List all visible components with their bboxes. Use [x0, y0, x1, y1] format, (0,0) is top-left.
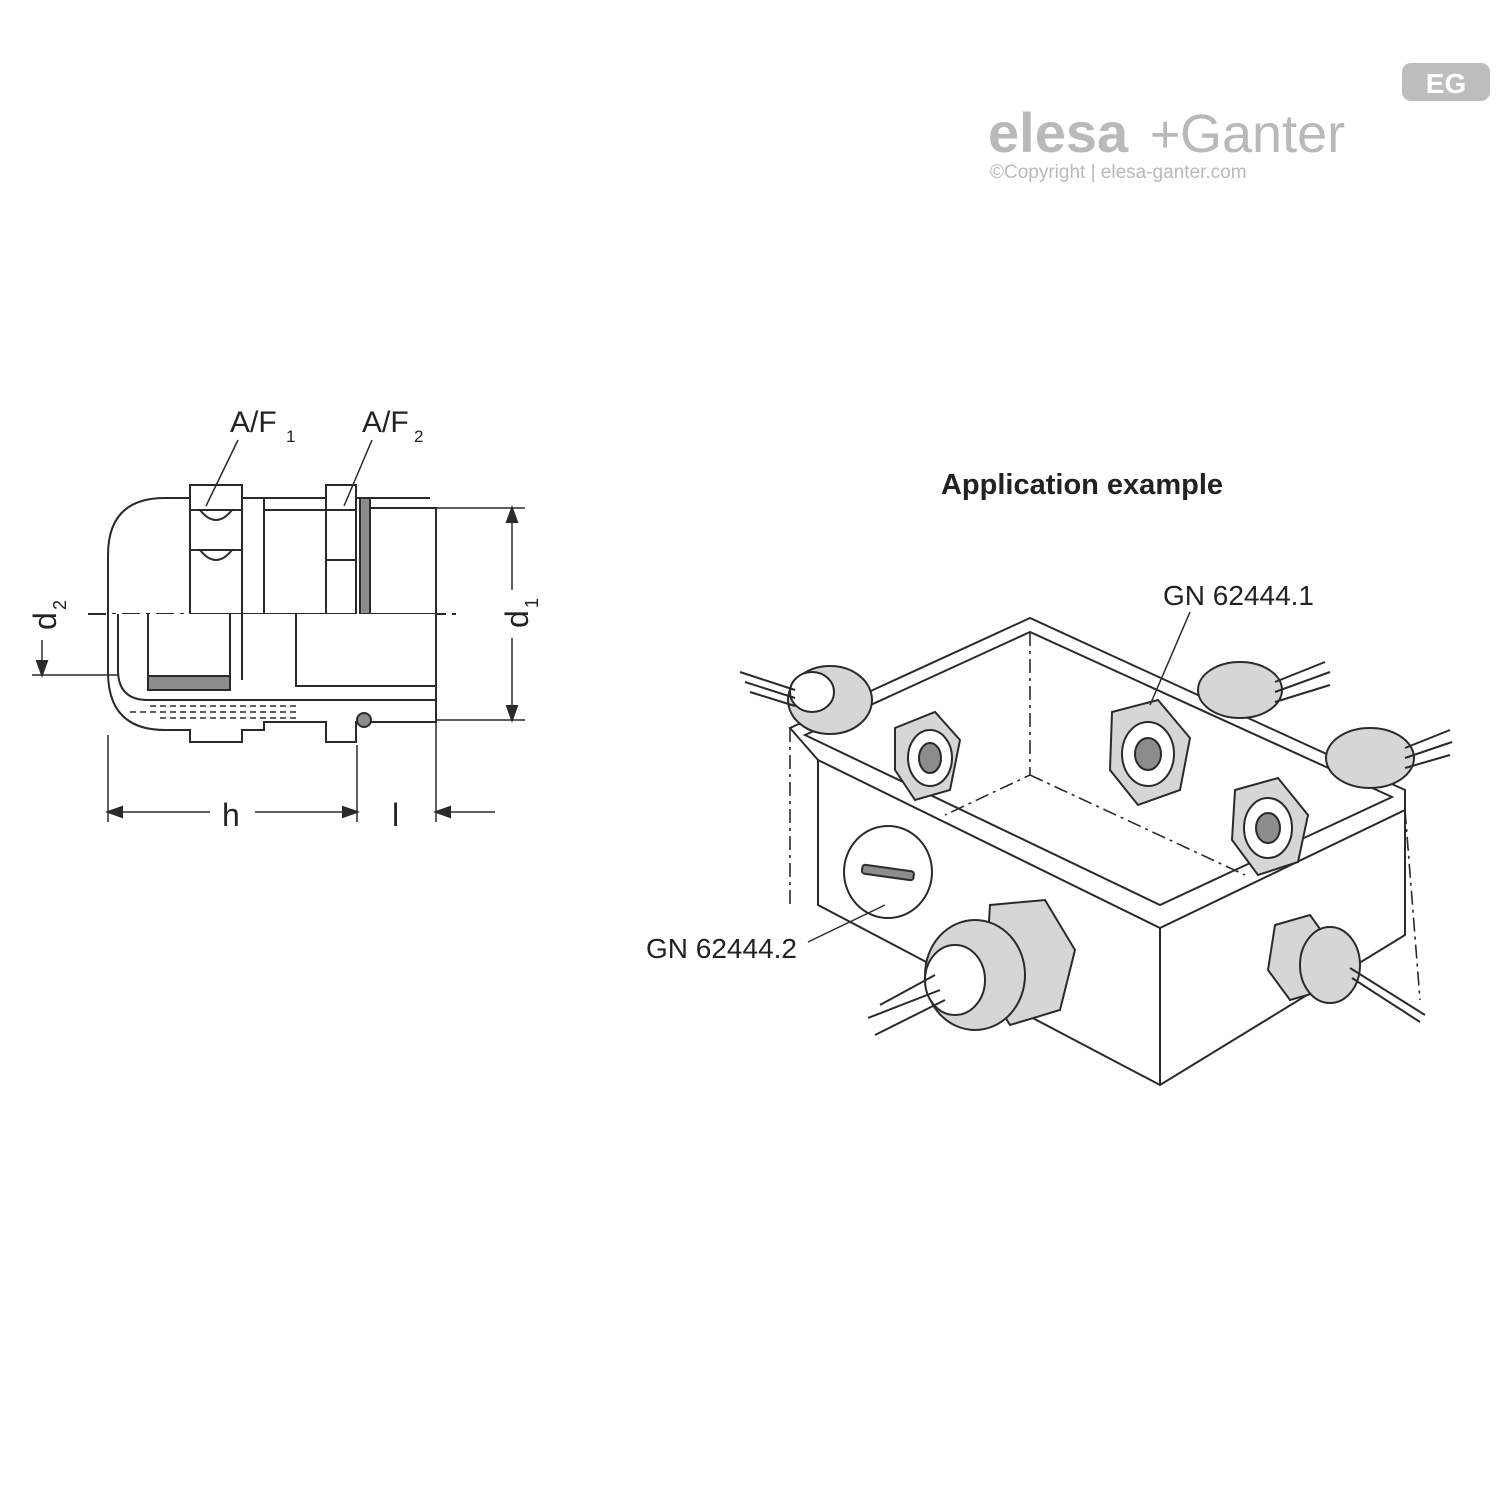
leader-gn-62444-1	[1149, 611, 1191, 706]
gland-front-right-dome	[1299, 926, 1361, 1004]
gland-front-left-cables	[867, 974, 946, 1036]
label-d2-subscript: 2	[50, 600, 70, 610]
logo-brand-elesa: elesa	[988, 101, 1129, 164]
label-d1-subscript: 1	[522, 598, 542, 608]
dim-d2-arrow	[35, 660, 49, 678]
gland-back-right-1	[1197, 661, 1331, 719]
elesa-ganter-logo: EG elesa + Ganter ©Copyright | elesa-gan…	[988, 63, 1490, 183]
inner-bore	[117, 614, 436, 701]
cable-gland-section-drawing	[32, 439, 525, 822]
application-title: Application example	[941, 469, 1223, 501]
label-d1-group: d 1	[499, 598, 542, 628]
box-hidden-right	[1404, 809, 1421, 1001]
gland-back-left-face	[789, 671, 835, 713]
gland-back-right-2	[1325, 727, 1453, 789]
label-d1: d	[499, 610, 535, 628]
callout-gn-62444-2: GN 62444.2	[646, 933, 797, 964]
gland-inner-middle-bore	[1134, 737, 1162, 771]
gland-front-left	[867, 898, 1077, 1036]
hex-nut-af1-facets	[190, 509, 242, 551]
gland-back-left	[739, 665, 873, 735]
hex-nut-af2	[325, 484, 357, 615]
dim-l-arrow	[433, 805, 451, 819]
logo-copyright: ©Copyright | elesa-ganter.com	[990, 162, 1247, 183]
dim-l-left-tick	[342, 806, 358, 813]
thread-top	[369, 507, 437, 615]
box-top-rim	[802, 630, 1395, 907]
label-af2-subscript: 2	[414, 427, 423, 446]
callout-gn-62444-1: GN 62444.1	[1163, 580, 1314, 611]
label-d2-group: d 2	[27, 600, 70, 630]
thread-inner-outline	[295, 614, 436, 687]
dome-cap-outline	[107, 497, 190, 614]
gland-inner-middle	[1108, 698, 1192, 807]
gland-back-left-cables	[739, 671, 796, 707]
gland-inner-right	[1230, 776, 1310, 877]
gland-back-right-1-body	[1197, 661, 1283, 719]
label-af1: A/F	[230, 406, 277, 439]
gland-inner-left-bore	[918, 742, 942, 774]
dim-d1-arrows	[505, 505, 519, 723]
leader-af2	[343, 439, 373, 507]
logo-badge-background	[1402, 63, 1490, 101]
gland-inner-left	[894, 710, 962, 802]
junction-box	[739, 611, 1453, 1087]
hex-nut-af2-facets	[326, 509, 356, 561]
gland-front-right	[1266, 913, 1426, 1023]
o-ring	[356, 712, 372, 728]
logo-badge-text: EG	[1426, 68, 1466, 99]
leader-gn-62444-2	[807, 904, 886, 943]
lower-section-outline	[107, 614, 437, 743]
gland-back-right-2-cables	[1404, 729, 1453, 769]
box-hidden-lines	[944, 632, 1246, 876]
collar-1	[241, 497, 265, 615]
gland-back-right-2-body	[1325, 727, 1415, 789]
logo-brand-ganter: Ganter	[1180, 104, 1345, 164]
gland-front-right-cable	[1349, 967, 1426, 1023]
seal-ring-top	[359, 497, 371, 615]
plug-gn-62444-2	[843, 825, 933, 919]
label-af2: A/F	[362, 406, 409, 439]
gland-inner-right-bore	[1255, 812, 1281, 844]
seal-insert	[147, 675, 231, 691]
section-drawing-labels: A/F 1 A/F 2 h l d 1 d 2	[27, 406, 542, 833]
plug-slot	[860, 863, 915, 882]
body-middle	[263, 509, 327, 615]
gland-back-right-1-cables	[1274, 661, 1331, 703]
logo-brand-plus: +	[1150, 106, 1180, 164]
hex-nut-af1-curves	[199, 509, 233, 561]
label-h: h	[222, 797, 240, 833]
label-af1-subscript: 1	[286, 427, 295, 446]
label-d2: d	[27, 612, 63, 630]
section-hatching	[130, 705, 300, 719]
leader-af1	[205, 439, 239, 507]
label-l: l	[392, 797, 399, 833]
